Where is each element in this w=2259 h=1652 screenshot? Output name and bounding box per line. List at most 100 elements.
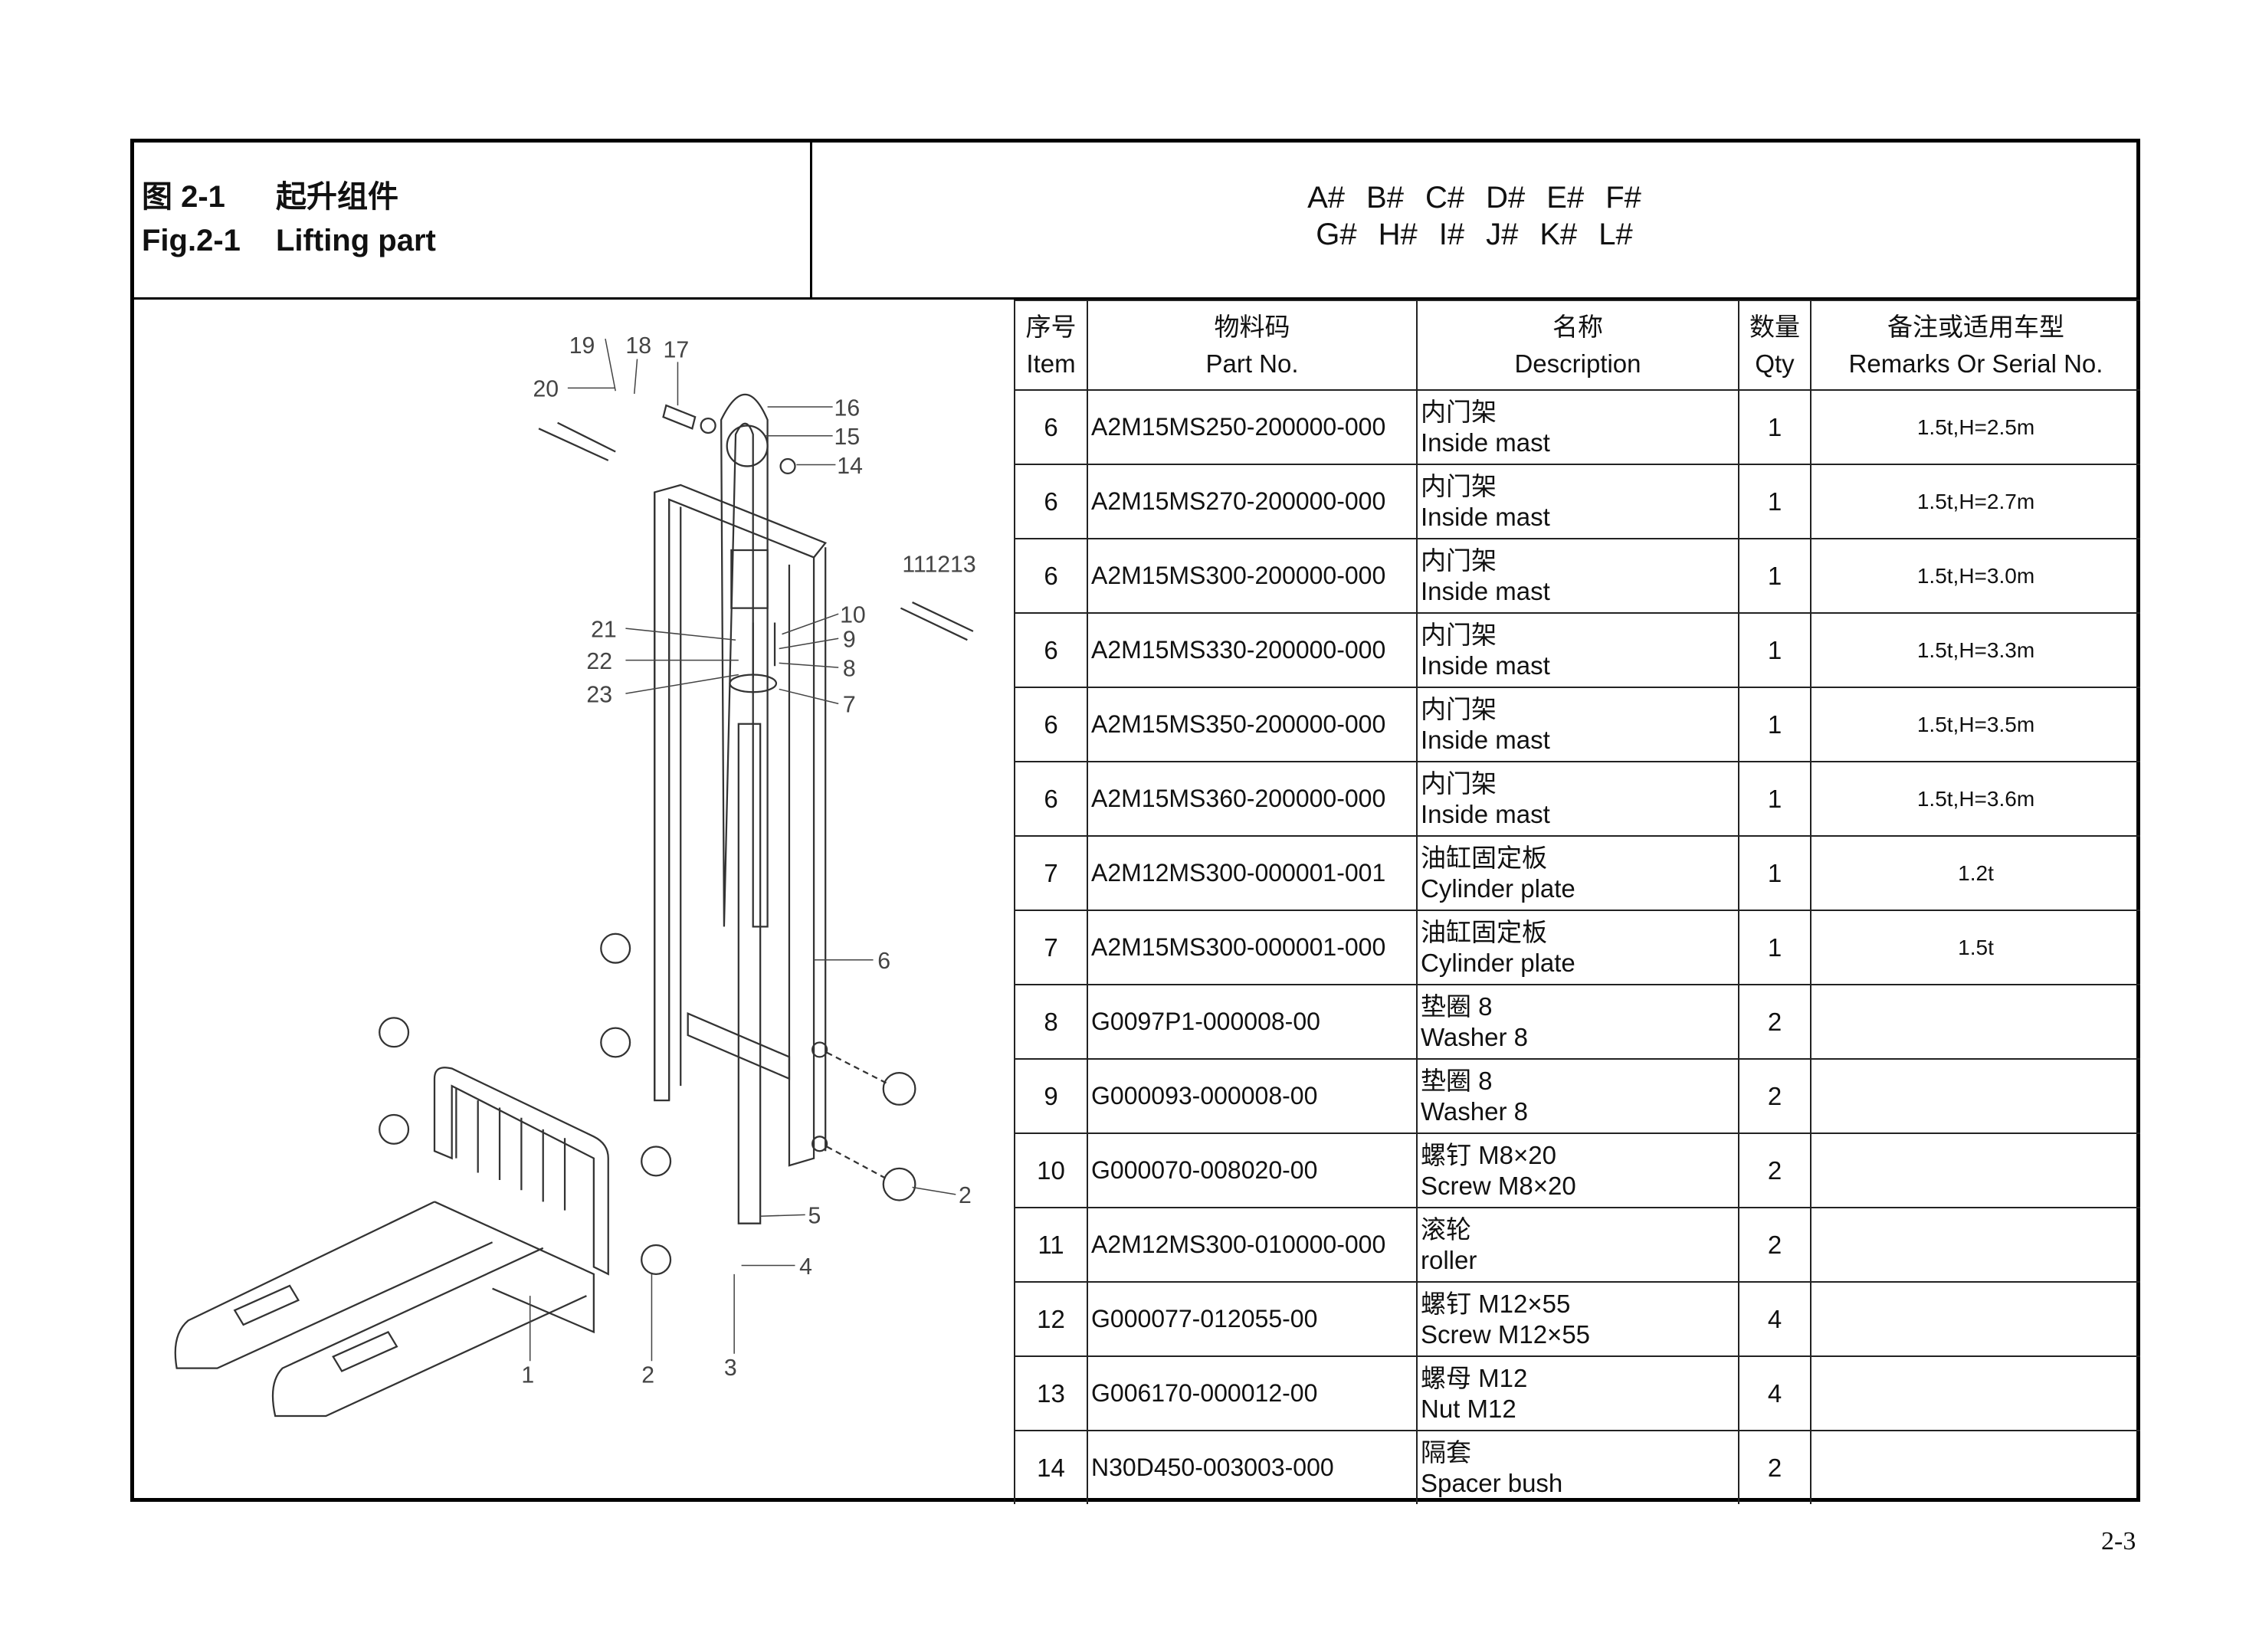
remarks: 1.5t,H=3.6m [1810, 761, 2140, 837]
description-en: Spacer bush [1421, 1468, 1563, 1497]
remarks: 1.5t,H=2.7m [1810, 464, 2140, 539]
item-number: 10 [1014, 1132, 1088, 1208]
description-en: Cylinder plate [1421, 874, 1575, 903]
quantity: 2 [1738, 1132, 1811, 1208]
quantity: 2 [1738, 1430, 1811, 1504]
part-number: A2M15MS360-200000-000 [1087, 761, 1418, 837]
page-number: 2-3 [2101, 1527, 2136, 1555]
quantity: 1 [1738, 910, 1811, 985]
remarks [1810, 984, 2140, 1060]
description-en: Cylinder plate [1421, 948, 1575, 977]
part-number: G0097P1-000008-00 [1087, 984, 1418, 1060]
description-en: Washer 8 [1421, 1096, 1528, 1126]
column-header-en: Remarks Or Serial No. [1848, 349, 2103, 378]
quantity: 4 [1738, 1355, 1811, 1431]
column-header-en: Item [1026, 349, 1076, 378]
column-header-cn: 备注或适用车型 [1887, 312, 2064, 341]
model-code: I# [1438, 218, 1465, 251]
description-cn: 垫圈 8 [1421, 1066, 1493, 1095]
column-header-cn: 序号 [1025, 312, 1077, 341]
remarks: 1.5t,H=3.3m [1810, 612, 2140, 688]
description-cn: 垫圈 8 [1421, 992, 1493, 1021]
item-number: 6 [1014, 538, 1088, 614]
description-cn: 隔套 [1421, 1437, 1471, 1467]
item-number: 6 [1014, 687, 1088, 762]
remarks: 1.5t [1810, 910, 2140, 985]
model-code: K# [1539, 218, 1578, 251]
item-number: 12 [1014, 1281, 1088, 1357]
quantity: 1 [1738, 761, 1811, 837]
column-header: 数量 Qty [1738, 300, 1811, 391]
model-codes-row1: A#B#C#D#E#F# [812, 181, 2136, 215]
remarks [1810, 1132, 2140, 1208]
part-number: A2M12MS300-010000-000 [1087, 1207, 1418, 1283]
remarks [1810, 1058, 2140, 1134]
part-number: A2M12MS300-000001-001 [1087, 835, 1418, 911]
part-number: N30D450-003003-000 [1087, 1430, 1418, 1504]
description-en: Inside mast [1421, 576, 1550, 605]
column-header: 序号 Item [1014, 300, 1088, 391]
description-en: Screw M12×55 [1421, 1319, 1591, 1349]
quantity: 1 [1738, 538, 1811, 614]
remarks [1810, 1355, 2140, 1431]
quantity: 2 [1738, 1058, 1811, 1134]
description-cn: 滚轮 [1421, 1214, 1471, 1244]
part-number: G000093-000008-00 [1087, 1058, 1418, 1134]
description-cn: 内门架 [1421, 769, 1497, 798]
column-header-cn: 物料码 [1214, 312, 1290, 341]
part-number: G000070-008020-00 [1087, 1132, 1418, 1208]
column-header-cn: 数量 [1749, 312, 1800, 341]
description-en: Inside mast [1421, 799, 1550, 828]
part-number: G000077-012055-00 [1087, 1281, 1418, 1357]
quantity: 2 [1738, 984, 1811, 1060]
description-cn: 内门架 [1421, 471, 1497, 500]
description-en: Screw M8×20 [1421, 1171, 1576, 1200]
description-cn: 螺母 M12 [1421, 1363, 1528, 1392]
item-number: 6 [1014, 389, 1088, 465]
quantity: 1 [1738, 612, 1811, 688]
part-number: A2M15MS300-200000-000 [1087, 538, 1418, 614]
description-cn: 螺钉 M12×55 [1421, 1289, 1571, 1318]
description-en: Washer 8 [1421, 1022, 1528, 1051]
remarks [1810, 1207, 2140, 1283]
quantity: 1 [1738, 389, 1811, 465]
description-cn: 内门架 [1421, 397, 1497, 426]
model-code: J# [1486, 218, 1519, 251]
column-header-cn: 名称 [1552, 312, 1603, 341]
model-code: C# [1425, 181, 1465, 215]
remarks: 1.5t,H=2.5m [1810, 389, 2140, 465]
column-header-en: Qty [1755, 349, 1795, 378]
part-number: A2M15MS350-200000-000 [1087, 687, 1418, 762]
item-number: 11 [1014, 1207, 1088, 1283]
model-code: D# [1486, 181, 1526, 215]
item-number: 13 [1014, 1355, 1088, 1431]
description-en: Inside mast [1421, 725, 1550, 754]
item-number: 14 [1014, 1430, 1088, 1504]
description-en: roller [1421, 1245, 1477, 1274]
item-number: 6 [1014, 612, 1088, 688]
model-code: A# [1307, 181, 1346, 215]
remarks: 1.5t,H=3.5m [1810, 687, 2140, 762]
column-header: 备注或适用车型 Remarks Or Serial No. [1810, 300, 2140, 391]
